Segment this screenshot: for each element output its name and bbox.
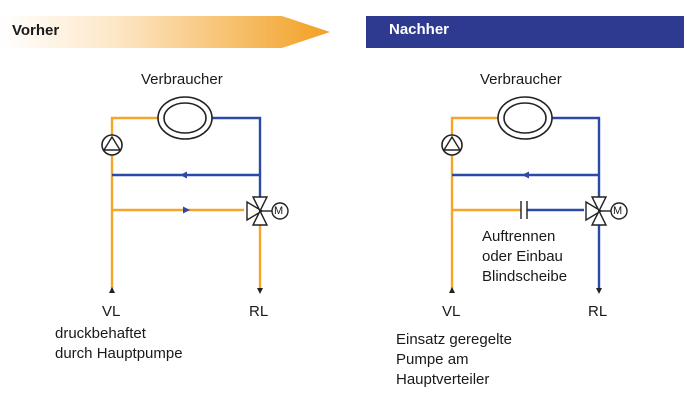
right-blind-flange-icon (520, 201, 528, 219)
right-note-line-1: Einsatz geregelte (396, 331, 512, 348)
nachher-header-label: Nachher (389, 21, 450, 38)
left-three-way-valve-icon (246, 196, 272, 226)
right-return-label: RL (588, 303, 608, 320)
right-annotation-line-2: oder Einbau (482, 248, 563, 265)
left-bypass-supply-arrow-icon (183, 206, 190, 214)
right-return-pipe-upper (551, 116, 601, 198)
left-return-label: RL (249, 303, 269, 320)
right-consumer-heat-exchanger-icon (497, 96, 553, 140)
left-supply-pipe (110, 116, 158, 290)
left-return-end-arrow-icon (257, 288, 263, 294)
left-supply-end-arrow-icon (109, 287, 115, 293)
right-supply-end-arrow-icon (449, 287, 455, 293)
left-bypass-return-arrow-icon (180, 171, 187, 179)
left-circuit (101, 96, 289, 294)
right-note-line-3: Hauptverteiler (396, 371, 490, 388)
right-note-line-2: Pumpe am (396, 351, 469, 368)
right-pump-icon (441, 134, 463, 156)
left-motor-label: M (274, 205, 284, 217)
left-supply-label: VL (102, 303, 121, 320)
left-consumer-label: Verbraucher (141, 71, 223, 88)
right-return-end-arrow-icon (596, 288, 602, 294)
right-consumer-label: Verbraucher (480, 71, 562, 88)
left-note-line-2: durch Hauptpumpe (55, 345, 183, 362)
right-annotation-line-3: Blindscheibe (482, 268, 568, 285)
right-circuit (441, 96, 628, 294)
vorher-gradient-arrow (0, 16, 330, 48)
right-motor-label: M (613, 205, 623, 217)
nachher-header-bar (366, 16, 684, 48)
left-note-line-1: druckbehaftet (55, 325, 146, 342)
right-supply-pipe (450, 116, 499, 290)
right-supply-label: VL (442, 303, 461, 320)
right-bypass-return-arrow-icon (522, 171, 529, 179)
right-motor-icon (610, 202, 628, 220)
vorher-header-label: Vorher (12, 22, 60, 39)
left-motor-icon (271, 202, 289, 220)
left-consumer-heat-exchanger-icon (157, 96, 213, 140)
right-annotation-line-1: Auftrennen (482, 228, 556, 245)
right-three-way-valve-icon (585, 196, 611, 226)
left-pump-icon (101, 134, 123, 156)
left-return-pipe-upper (211, 116, 262, 198)
